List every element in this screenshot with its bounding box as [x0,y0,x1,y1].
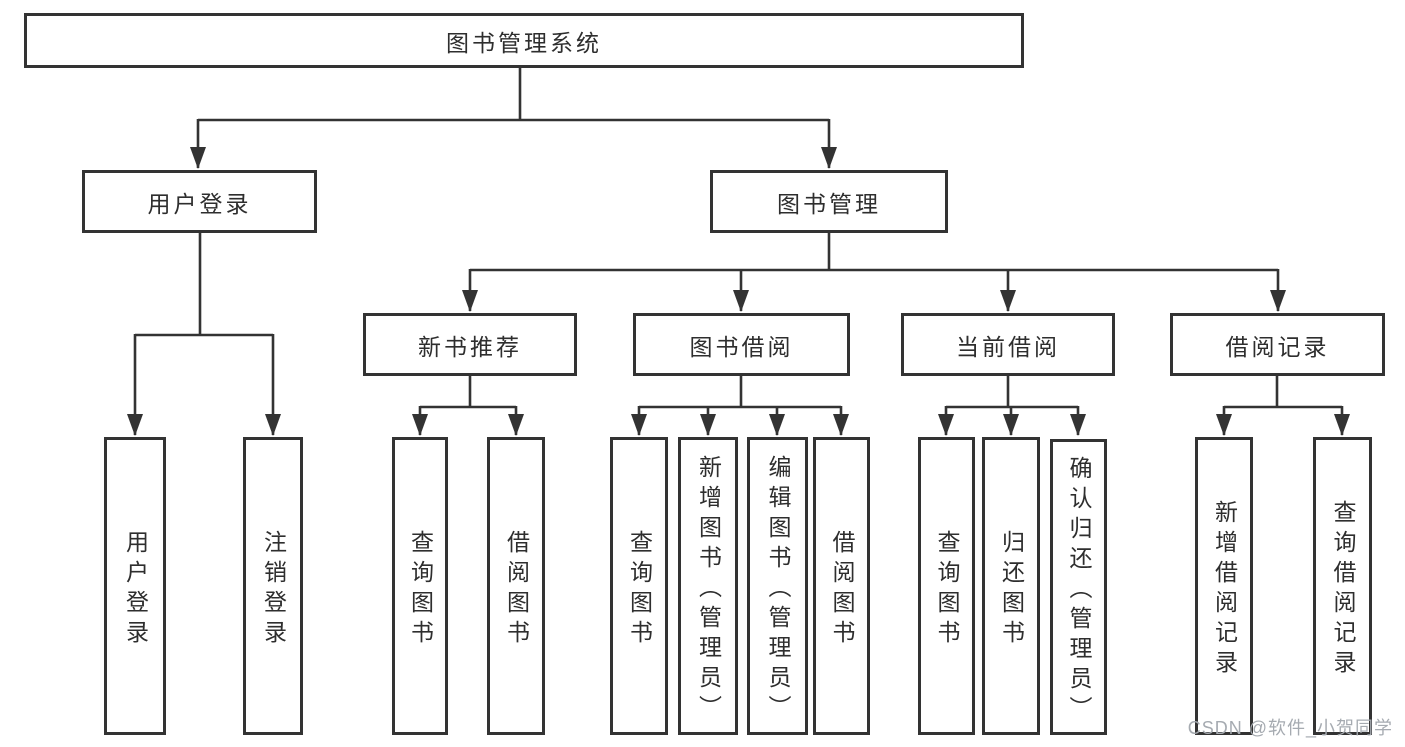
leaf-borrow-query-books: 查询图书 [610,437,668,735]
node-borrowing-records: 借阅记录 [1170,313,1385,376]
leaf-newrec-borrow-books: 借阅图书 [487,437,545,735]
node-new-book-recommend: 新书推荐 [363,313,577,376]
leaf-newrec-query-books: 查询图书 [392,437,448,735]
leaf-borrow-borrow-books: 借阅图书 [813,437,870,735]
leaf-current-return-books: 归还图书 [982,437,1040,735]
leaf-current-query-books: 查询图书 [918,437,975,735]
node-user-login: 用户登录 [82,170,317,233]
leaf-records-query-record: 查询借阅记录 [1313,437,1372,735]
leaf-records-add-record: 新增借阅记录 [1195,437,1253,735]
node-book-borrowing: 图书借阅 [633,313,850,376]
leaf-logout: 注销登录 [243,437,303,735]
leaf-borrow-add-books-admin: 新增图书（管理员） [678,437,738,735]
node-library-management-system: 图书管理系统 [24,13,1024,68]
node-current-borrowing: 当前借阅 [901,313,1115,376]
node-book-management: 图书管理 [710,170,948,233]
leaf-user-login: 用户登录 [104,437,166,735]
watermark: CSDN @软件_小贺同学 [1187,718,1393,738]
leaf-borrow-edit-books-admin: 编辑图书（管理员） [747,437,808,735]
leaf-current-confirm-return-admin: 确认归还（管理员） [1050,439,1107,735]
